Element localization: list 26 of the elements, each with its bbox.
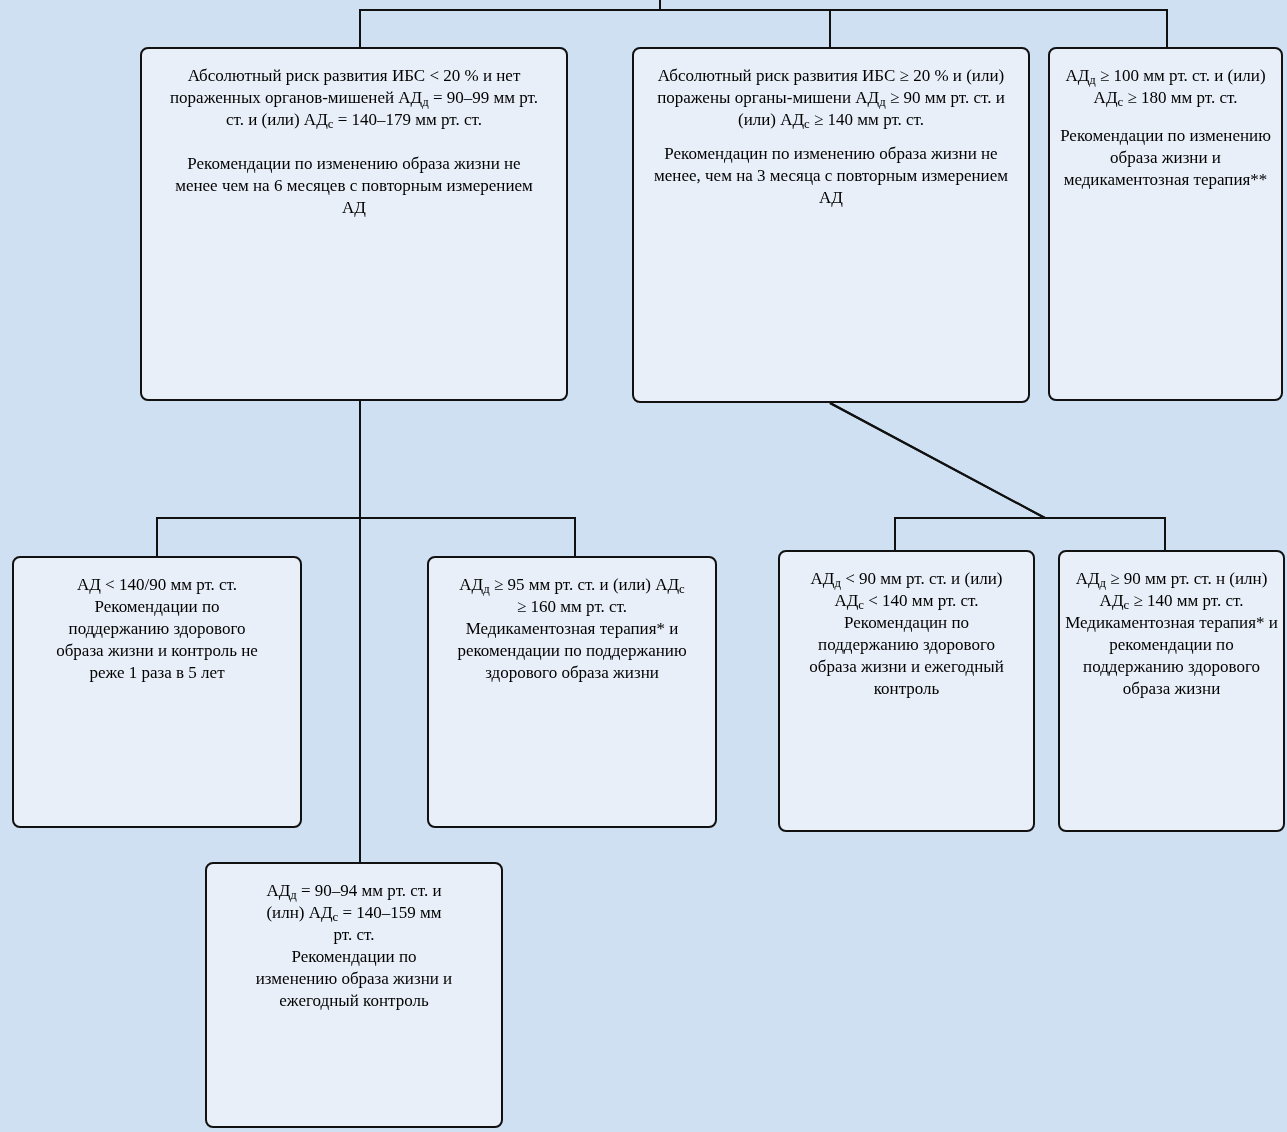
criteria-text: АД$_{д}$ ≥ 100 мм рт. ст. и (или) АД$_{с}$ ≥ 180 мм рт. ст. — [1064, 65, 1267, 110]
criteria-text: Медикаментозная терапия* и рекомендации по поддержанию здорового образа жизни — [457, 618, 687, 685]
criteria-text: Медикаментозная терапия* и рекомендации по поддержанию здорового образа жизни — [1064, 612, 1279, 701]
criteria-box — [427, 556, 717, 828]
criteria-text: АД$_{д}$ < 90 мм рт. ст. и (или) АД$_{с}$ < 140 мм рт. ст. — [809, 568, 1004, 613]
criteria-text: АД < 140/90 мм рт. ст. — [76, 574, 238, 596]
criteria-box — [778, 550, 1035, 832]
criteria-text: АД$_{д}$ ≥ 95 мм рт. ст. и (или) АД$_{с}$ ≥ 160 мм рт. ст. — [458, 574, 686, 619]
criteria-text: АД$_{д}$ ≥ 90 мм рт. ст. н (илн) АД$_{с}$ ≥ 140 мм рт. ст. — [1074, 568, 1269, 613]
criteria-text: Рекомендацин по изменению образа жизни не менее, чем на 3 месяца с повторным измерением АД — [653, 143, 1009, 210]
criteria-box — [1058, 550, 1285, 832]
criteria-box — [632, 47, 1030, 403]
criteria-text: АД$_{д}$ = 90–94 мм рт. ст. и (илн) АД$_{с}$ = 140–159 мм рт. ст. — [265, 880, 443, 947]
criteria-text: Абсолютный риск развития ИБС < 20 % и нет пораженных органов-мишеней АД$_{д}$ = 90–99 мм рт. ст. и (или) АД$_{с}$ = 140–179 мм рт. ст. — [169, 65, 539, 132]
criteria-box — [205, 862, 503, 1128]
criteria-box — [12, 556, 302, 828]
connector-line — [829, 402, 1166, 551]
criteria-text: Рекомендации по изменению образа жизни не менее чем на 6 месяцев с повторным измерением АД — [174, 153, 534, 220]
criteria-box — [140, 47, 568, 401]
criteria-text: Абсолютный риск развития ИБС ≥ 20 % и (или) поражены органы-мишени АД$_{д}$ ≥ 90 мм рт. ст. и (или) АД$_{с}$ ≥ 140 мм рт. ст. — [656, 65, 1006, 132]
criteria-text: Рекомендацин по поддержанию здорового образа жизни и ежегодный контроль — [808, 612, 1005, 701]
criteria-text: Рекомендации по изменению образа жизни и ежегодный контроль — [255, 946, 453, 1013]
connector-line — [659, 0, 1168, 48]
criteria-text: Рекомендации по поддержанию здорового образа жизни и контроль не реже 1 раза в 5 лет — [55, 596, 259, 685]
criteria-box — [1048, 47, 1283, 401]
criteria-text: Рекомендации по изменению образа жизни и медикаментозная терапия** — [1059, 125, 1272, 192]
